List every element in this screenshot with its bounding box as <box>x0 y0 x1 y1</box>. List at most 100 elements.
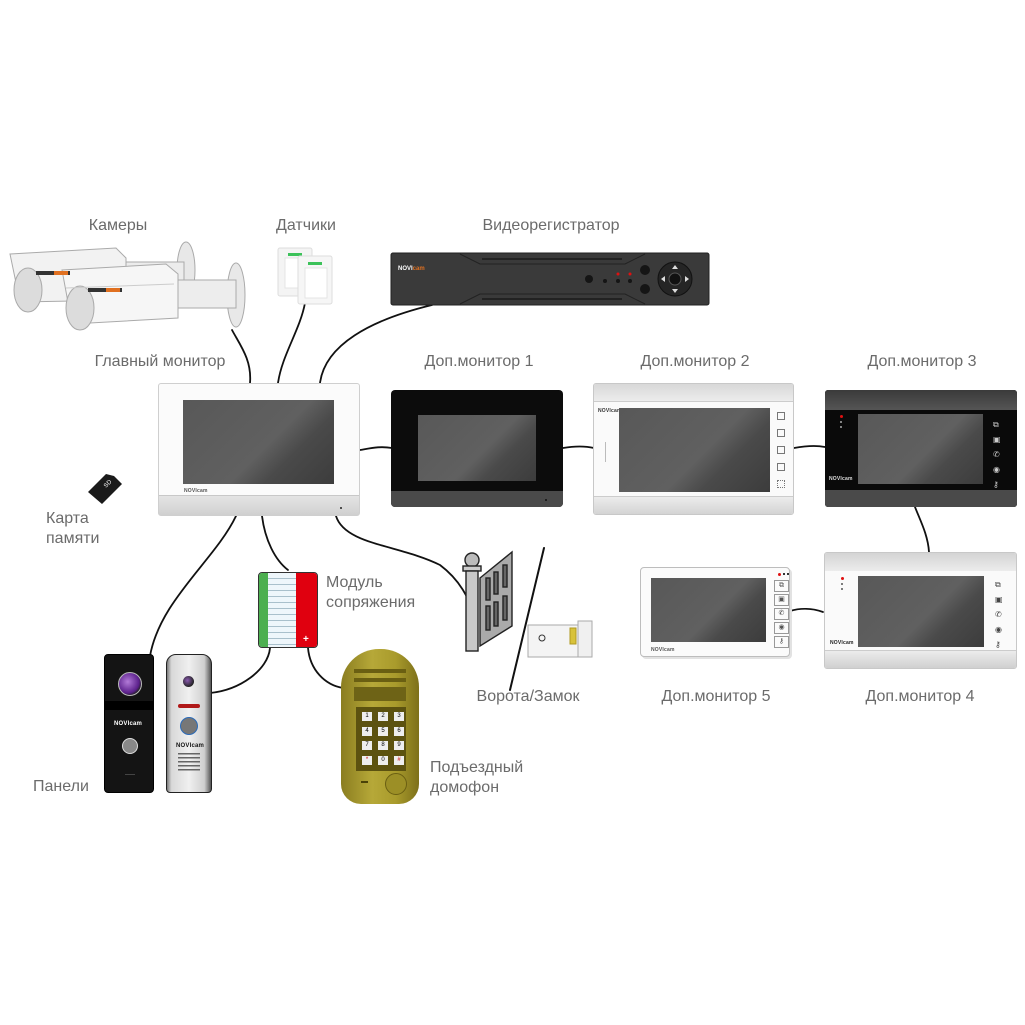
phone-handset-icon[interactable]: ✆ <box>774 608 789 620</box>
phone-handset-icon[interactable]: ✆ <box>993 450 1000 459</box>
gate-divider-line <box>509 547 545 691</box>
intercom-display <box>354 687 406 701</box>
interface-module: + <box>258 572 318 648</box>
keypad-key[interactable]: 6 <box>394 726 404 736</box>
label-sensors: Датчики <box>276 217 336 234</box>
extra-monitor-2-bottom-bar <box>594 496 793 514</box>
extra-monitor-5-leds <box>778 573 789 576</box>
sd-card-text: SD <box>103 479 114 490</box>
camera-view-icon[interactable]: ▣ <box>995 595 1003 604</box>
extra-monitor-1 <box>391 390 563 507</box>
extra-monitor-4-top-bar <box>825 553 1016 571</box>
extra-monitor-2-button-5[interactable] <box>777 480 785 488</box>
wire-main-module <box>261 515 289 571</box>
extra-monitor-1-bottom-bar <box>391 491 563 507</box>
keypad-key[interactable]: 5 <box>378 726 388 736</box>
extra-monitor-4-bottom-bar <box>825 650 1016 668</box>
electric-lock-icon <box>527 620 593 658</box>
extra-monitor-5: NOVIcam ⧉ ▣ ✆ ◉ ⚷ <box>640 567 790 657</box>
gate-icon <box>462 550 513 652</box>
dvr-led-1 <box>603 279 607 283</box>
wire-m2-m3 <box>793 445 826 449</box>
monitor-switch-icon[interactable]: ⧉ <box>774 580 789 592</box>
monitor-switch-icon[interactable]: ⧉ <box>993 420 999 429</box>
extra-monitor-2-button-2[interactable] <box>777 429 785 437</box>
camera-view-icon[interactable]: ▣ <box>774 594 789 606</box>
speaker-grille <box>178 753 200 773</box>
camera-lens-icon <box>183 676 194 687</box>
keypad-key[interactable]: 9 <box>394 741 404 750</box>
wire-m3-m4 <box>914 506 930 553</box>
extra-monitor-2-button-4[interactable] <box>777 463 785 471</box>
dvr-power-button <box>585 275 593 283</box>
label-extra-monitor-3: Доп.монитор 3 <box>867 353 977 370</box>
label-entrance-intercom-line1: Подъездный <box>430 759 524 776</box>
main-monitor-brand-logo: NOVIcam <box>184 488 208 494</box>
monitor-switch-icon[interactable]: ⧉ <box>995 580 1001 589</box>
main-monitor-bottom-bar <box>159 495 359 515</box>
label-memory-card-line2: памяти <box>46 530 100 547</box>
label-interface-module-line1: Модуль <box>326 574 383 591</box>
extra-monitor-4-leds <box>841 577 844 590</box>
intercom-keypad: 1 2 3 4 5 6 7 8 9 * 0 # <box>356 707 406 771</box>
keypad-key[interactable]: 2 <box>378 712 388 721</box>
dvr-menu-button <box>640 265 650 275</box>
extra-monitor-1-screen <box>418 415 536 481</box>
wire-module-intercom <box>307 647 344 689</box>
extra-monitor-2: NOVIcam <box>593 383 794 515</box>
phone-handset-icon[interactable]: ✆ <box>995 610 1002 619</box>
keypad-key[interactable]: # <box>394 755 404 765</box>
wire-camera-main <box>231 329 252 384</box>
intercom-indicator <box>361 781 368 783</box>
wire-module-panel <box>209 647 271 694</box>
cameras-device <box>9 241 246 331</box>
extra-monitor-4-icons: ⧉ ▣ ✆ ◉ ⚷ <box>995 577 1003 652</box>
keypad-key[interactable]: 8 <box>378 741 388 750</box>
extra-monitor-5-buttons: ⧉ ▣ ✆ ◉ ⚷ <box>774 580 789 648</box>
label-entrance-intercom: Подъездный домофон <box>430 758 523 798</box>
extra-monitor-2-button-1[interactable] <box>777 412 785 420</box>
label-memory-card-line1: Карта <box>46 510 89 527</box>
camera-lens-icon <box>118 672 142 696</box>
extra-monitor-2-button-3[interactable] <box>777 446 785 454</box>
keypad-key[interactable]: 0 <box>378 755 388 765</box>
keypad-key[interactable]: 4 <box>362 726 372 736</box>
extra-monitor-3: NOVIcam ⧉ ▣ ✆ ◉ ⚷ <box>825 390 1017 507</box>
extra-monitor-3-screen <box>858 414 983 484</box>
module-terminal-lines <box>268 573 296 647</box>
bell-icon[interactable]: ◉ <box>995 625 1002 634</box>
label-extra-monitor-2: Доп.монитор 2 <box>640 353 750 370</box>
extra-monitor-3-bottom-bar <box>825 490 1017 507</box>
key-unlock-icon[interactable]: ⚷ <box>993 480 999 489</box>
label-memory-card: Карта памяти <box>46 509 100 549</box>
main-monitor-screen <box>183 400 334 484</box>
keypad-key[interactable]: 1 <box>362 712 372 721</box>
label-main-monitor: Главный монитор <box>94 353 226 370</box>
dvr-brand-logo: NOVIcam <box>398 266 425 272</box>
dvr-device: NOVIcam <box>390 252 710 306</box>
keypad-key[interactable]: 3 <box>394 712 404 721</box>
extra-monitor-1-mic <box>545 499 547 501</box>
sensor-front <box>297 255 333 305</box>
key-unlock-icon[interactable]: ⚷ <box>995 640 1001 649</box>
extra-monitor-2-buttons <box>777 412 785 488</box>
extra-monitor-2-slot <box>605 442 606 462</box>
keypad-key[interactable]: 7 <box>362 741 372 750</box>
wire-dvr-main <box>319 304 433 384</box>
bell-icon[interactable]: ◉ <box>993 465 1000 474</box>
extra-monitor-3-icons: ⧉ ▣ ✆ ◉ ⚷ <box>993 417 1001 492</box>
key-unlock-icon[interactable]: ⚷ <box>774 636 789 648</box>
wire-main-m1 <box>359 446 393 451</box>
door-panel-silver: NOVIcam <box>166 654 212 793</box>
keypad-key[interactable]: * <box>362 755 372 765</box>
main-monitor: NOVIcam <box>158 383 360 516</box>
bell-icon[interactable]: ◉ <box>774 622 789 634</box>
extra-monitor-3-leds <box>840 415 843 428</box>
call-button[interactable] <box>180 717 198 735</box>
sd-card-icon <box>88 474 122 504</box>
camera-view-icon[interactable]: ▣ <box>993 435 1001 444</box>
door-panel-black-brand-logo: NOVIcam <box>114 721 143 727</box>
rfid-key-reader-icon[interactable] <box>385 773 407 795</box>
call-button[interactable] <box>122 738 138 754</box>
wire-main-panel <box>149 515 237 657</box>
